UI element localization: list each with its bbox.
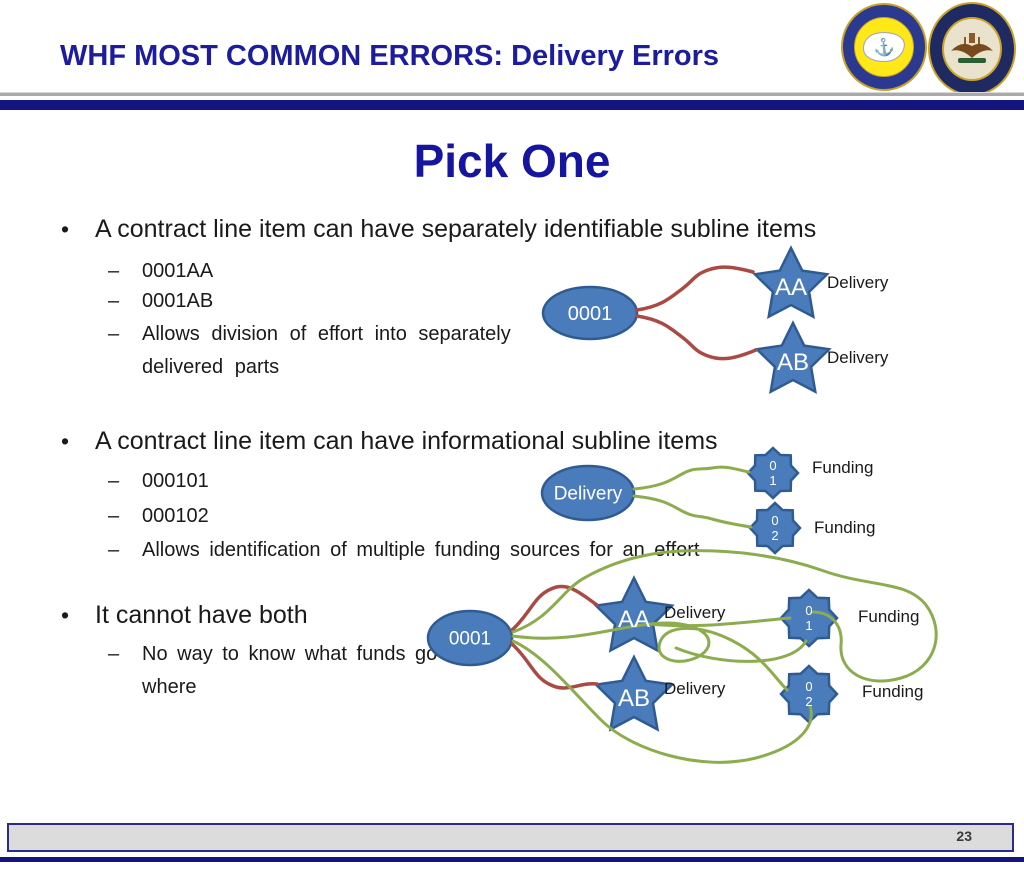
bullet-2-sub-1: – 000101 bbox=[108, 465, 209, 498]
bullet-1: • A contract line item can have separate… bbox=[61, 212, 817, 246]
header-title: WHF MOST COMMON ERRORS: Delivery Errors bbox=[60, 40, 720, 72]
bullet-3: • It cannot have both bbox=[61, 598, 308, 632]
d2-badge-02-shape bbox=[748, 501, 802, 555]
d3-star-aa-label: AA bbox=[618, 606, 650, 633]
dash-marker: – bbox=[108, 505, 120, 527]
footer-bar: 23 bbox=[7, 823, 1014, 852]
d3-link-mid-01 bbox=[674, 639, 808, 663]
bullet-1-sub-1-text: 0001AA bbox=[142, 260, 214, 282]
dash-marker: – bbox=[108, 470, 120, 492]
bullet-1-sub-3-text: Allows division of effort into separatel… bbox=[142, 323, 511, 378]
d3-link-0001-aa bbox=[510, 584, 599, 632]
d2-badge-02-label-line2: 2 bbox=[771, 528, 778, 543]
seal-inner-disc: ★ ★ ⚓ bbox=[854, 17, 914, 77]
d1-link-0001-ab bbox=[635, 314, 758, 361]
slide-title: Pick One bbox=[413, 135, 611, 187]
bullet-marker: • bbox=[61, 216, 70, 242]
d3-source-oval-label: 0001 bbox=[449, 629, 491, 650]
d3-badge-01-label-line2: 1 bbox=[805, 618, 812, 633]
header-divider-gray bbox=[0, 92, 1024, 96]
d3-tag-delivery-aa: Delivery bbox=[664, 603, 726, 622]
bullet-marker: • bbox=[61, 428, 70, 454]
header-divider-navy bbox=[0, 100, 1024, 110]
bullet-3-text: It cannot have both bbox=[95, 601, 308, 629]
bullet-2-sub-1-text: 000101 bbox=[142, 470, 209, 492]
d2-badge-01-shape bbox=[746, 446, 800, 500]
dash-marker: – bbox=[108, 290, 120, 312]
department-of-the-navy-seal-icon bbox=[928, 2, 1016, 96]
d2-tag-funding-02: Funding bbox=[814, 518, 875, 537]
bullet-1-sub-3: – Allows division of effort into separat… bbox=[108, 318, 602, 384]
d1-star-aa-shape bbox=[752, 245, 830, 319]
bullet-1-sub-2-text: 0001AB bbox=[142, 290, 214, 312]
d1-tag-delivery-ab: Delivery bbox=[827, 348, 889, 367]
bullet-2-sub-2: – 000102 bbox=[108, 500, 209, 533]
seal-inner-disc bbox=[942, 17, 1002, 81]
d3-tag-delivery-ab: Delivery bbox=[664, 679, 726, 698]
d3-star-ab-label: AB bbox=[618, 685, 650, 712]
d3-star-ab-shape bbox=[593, 654, 675, 732]
dash-marker: – bbox=[108, 323, 120, 345]
bullet-1-sub-2: – 0001AB bbox=[108, 285, 214, 318]
d2-source-oval-label: Delivery bbox=[554, 484, 623, 505]
d3-tag-funding-01: Funding bbox=[858, 607, 919, 626]
bullet-1-sub-1: – 0001AA bbox=[108, 255, 214, 288]
dash-marker: – bbox=[108, 539, 120, 561]
d1-star-ab-shape bbox=[754, 320, 832, 394]
page-number: 23 bbox=[956, 828, 972, 844]
bullet-2-text: A contract line item can have informatio… bbox=[95, 427, 718, 455]
d3-tag-funding-02: Funding bbox=[862, 682, 923, 701]
d2-link-delivery-01 bbox=[632, 465, 751, 491]
d3-star-aa-shape bbox=[593, 575, 675, 653]
d3-link-loop-middle bbox=[511, 621, 789, 692]
d2-badge-01-label-line2: 1 bbox=[769, 473, 776, 488]
footer-bottom-line bbox=[0, 857, 1024, 862]
d3-source-oval bbox=[426, 609, 514, 667]
d1-star-aa-label: AA bbox=[775, 274, 807, 301]
d2-link-delivery-02 bbox=[632, 494, 753, 529]
dash-marker: – bbox=[108, 643, 120, 665]
assistant-secretary-of-the-navy-seal-icon: ★ ★ ⚓ bbox=[841, 3, 927, 91]
dash-marker: – bbox=[108, 260, 120, 282]
d1-link-0001-aa bbox=[635, 265, 755, 312]
d3-link-0001-ab bbox=[510, 642, 599, 690]
bullet-3-sub-1-text: No way to know what funds go where bbox=[142, 643, 438, 698]
d3-badge-01-label-line1: 0 bbox=[805, 603, 812, 618]
d1-source-oval-label: 0001 bbox=[568, 303, 613, 325]
d2-badge-01-label-line1: 0 bbox=[769, 458, 776, 473]
d1-star-ab-label: AB bbox=[777, 349, 809, 376]
d2-badge-02-label-line1: 0 bbox=[771, 513, 778, 528]
bullet-marker: • bbox=[61, 602, 70, 628]
bullet-2: • A contract line item can have informat… bbox=[61, 424, 718, 458]
d3-badge-01-shape bbox=[779, 588, 839, 648]
d2-source-oval bbox=[540, 464, 636, 522]
d1-source-oval bbox=[541, 285, 639, 341]
d2-tag-funding-01: Funding bbox=[812, 458, 873, 477]
d3-badge-02-label-line2: 2 bbox=[805, 694, 812, 709]
bullet-1-text: A contract line item can have separately… bbox=[95, 215, 817, 243]
d1-tag-delivery-aa: Delivery bbox=[827, 273, 889, 292]
d3-link-loop-bottom bbox=[511, 639, 813, 764]
d3-link-aa-01 bbox=[647, 616, 792, 628]
d3-link-loop-top bbox=[511, 549, 938, 683]
bullet-2-sub-2-text: 000102 bbox=[142, 505, 209, 527]
bullet-2-sub-3-text: Allows identification of multiple fundin… bbox=[142, 539, 700, 561]
bullet-3-sub-1: – No way to know what funds go where bbox=[108, 638, 442, 704]
eagle-ship-icon bbox=[951, 33, 993, 63]
bullet-2-sub-3: – Allows identification of multiple fund… bbox=[108, 534, 700, 567]
d3-badge-02-label-line1: 0 bbox=[805, 679, 812, 694]
